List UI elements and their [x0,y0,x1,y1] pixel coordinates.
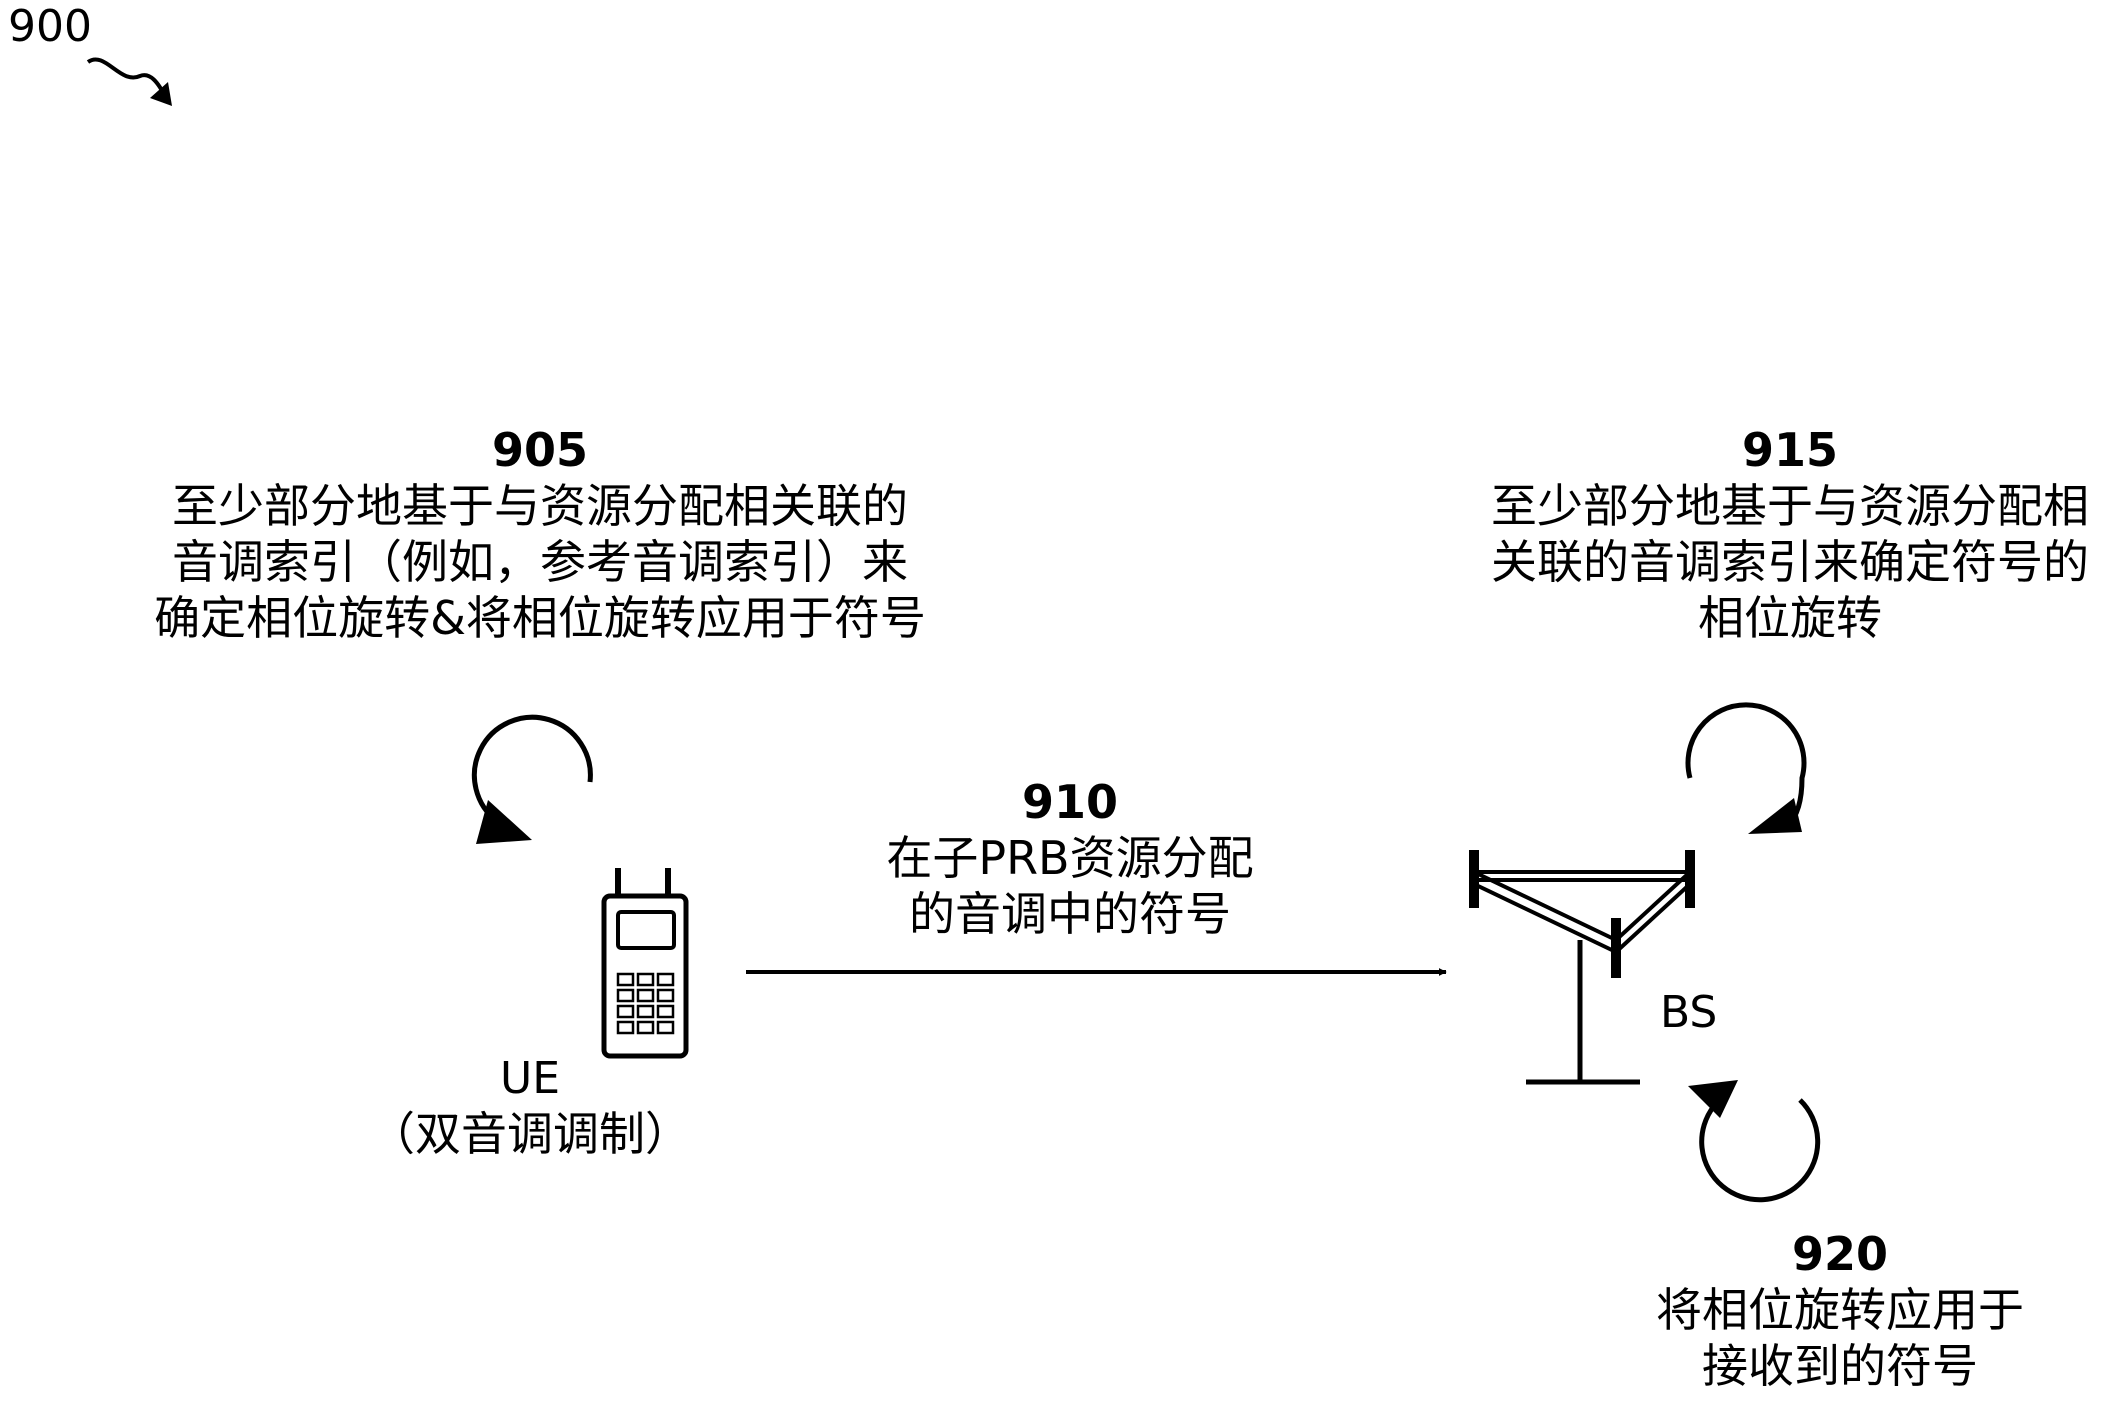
loop-arrow-905 [471,714,593,844]
step-920-ref: 920 [1791,1227,1889,1281]
step-915-block: 915 至少部分地基于与资源分配相 关联的音调索引来确定符号的 相位旋转 [1460,422,2120,646]
step-905-block: 905 至少部分地基于与资源分配相关联的 音调索引（例如，参考音调索引）来 确定… [120,422,960,646]
loop-arrow-915 [1685,702,1807,834]
step-910-line-1: 在子PRB资源分配 [886,831,1254,886]
ue-sublabel: （双音调调制） [369,1106,691,1161]
step-905-line-3: 确定相位旋转&将相位旋转应用于符号 [154,591,926,646]
bs-label: BS [1660,987,1718,1038]
ue-device-icon [601,868,689,1059]
step-910-line-2: 的音调中的符号 [909,887,1231,942]
figure-number: 900 [8,1,92,52]
step-905-line-2: 音调索引（例如，参考音调索引）来 [172,535,908,590]
bs-antenna-icon [1469,850,1695,1085]
step-910-ref: 910 [1021,775,1119,829]
step-915-ref: 915 [1741,423,1839,477]
step-915-line-1: 至少部分地基于与资源分配相 [1491,479,2089,534]
step-920-line-2: 接收到的符号 [1702,1339,1978,1394]
step-915-line-3: 相位旋转 [1698,591,1882,646]
ue-label: UE [499,1053,560,1104]
ue-label-block: UE （双音调调制） [330,1052,730,1162]
step-905-line-1: 至少部分地基于与资源分配相关联的 [172,479,908,534]
step-910-block: 910 在子PRB资源分配 的音调中的符号 [820,774,1320,942]
step-915-line-2: 关联的音调索引来确定符号的 [1491,535,2089,590]
loop-arrow-920 [1688,1080,1821,1203]
figure-pointer-arrow [86,57,172,106]
step-905-ref: 905 [491,423,589,477]
step-920-line-1: 将相位旋转应用于 [1656,1283,2024,1338]
step-920-block: 920 将相位旋转应用于 接收到的符号 [1590,1226,2090,1394]
